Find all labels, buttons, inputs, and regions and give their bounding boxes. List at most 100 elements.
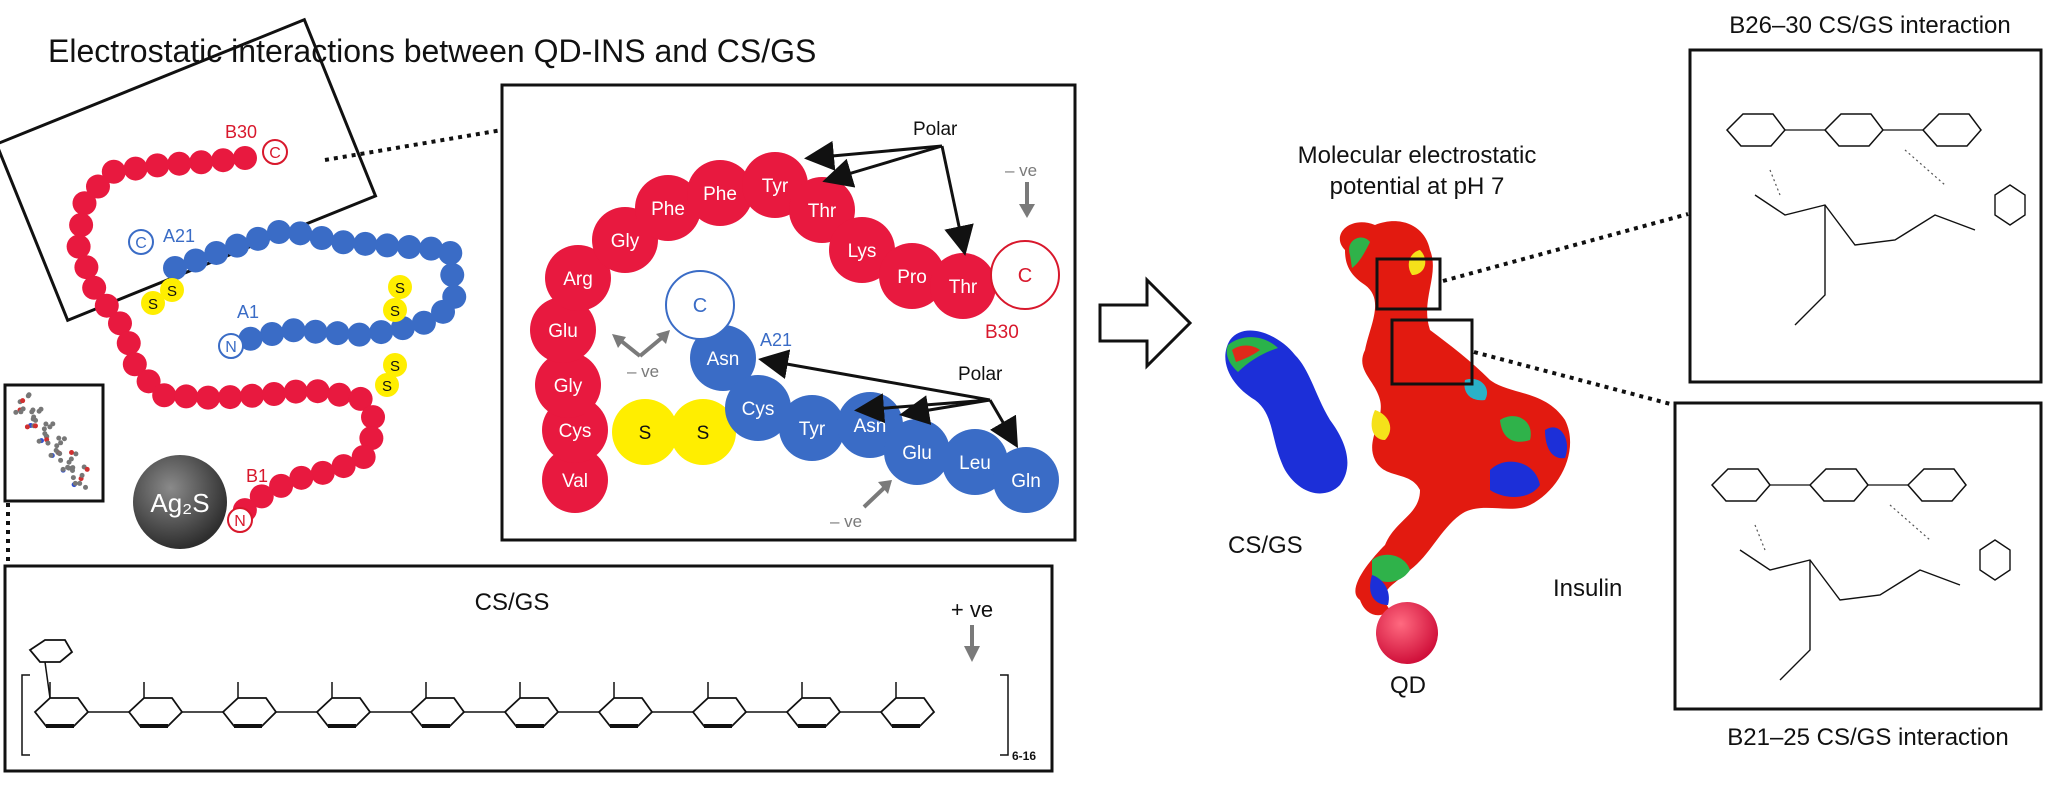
- thumbnail-atom: [24, 424, 30, 430]
- b26-30-region-box: [1375, 257, 1442, 311]
- zoom-blue-residue: [690, 325, 756, 391]
- thumbnail-atom: [69, 449, 75, 455]
- overview-red-bead: [351, 444, 376, 469]
- thumbnail-atom: [57, 451, 63, 457]
- b26-30-sugar-ring: [1921, 113, 1982, 147]
- thumbnail-atom: [68, 456, 74, 462]
- zoom-b30-c-terminus: [990, 240, 1060, 310]
- zoom-a21-label: A21: [760, 330, 792, 350]
- overview-s-label: S: [382, 378, 392, 395]
- b26-30-panel-box: [1688, 48, 2043, 384]
- overview-blue-bead: [204, 240, 229, 265]
- mep-title-line1: Molecular electrostatic: [1298, 142, 1537, 169]
- csgs-surface-blue: [1225, 330, 1348, 494]
- overview-blue-bead: [397, 235, 422, 260]
- csgs-surface: [1225, 330, 1348, 494]
- overview-red-bead: [152, 383, 177, 408]
- overview-red-bead: [85, 174, 110, 199]
- zoom-s-label: S: [697, 423, 710, 444]
- overview-s-bead: [141, 291, 165, 315]
- zoom-red-residue: [687, 160, 753, 226]
- a21-c-label: C: [135, 235, 147, 252]
- zoom-red-residue-label: Val: [562, 471, 588, 492]
- zoom-red-residue-label: Arg: [563, 269, 593, 290]
- thumbnail-atom: [31, 414, 37, 420]
- zoom-s-bead: [612, 399, 678, 465]
- overview-red-bead: [74, 255, 99, 280]
- a1-label: A1: [237, 302, 259, 322]
- overview-red-bead: [305, 379, 330, 404]
- overview-s-label: S: [390, 358, 400, 375]
- b21-25-hbond: [1754, 504, 1931, 551]
- polar-bottom-label: Polar: [958, 364, 1003, 385]
- zoom-a21-c-terminus: [665, 270, 735, 340]
- thumbnail-atom: [56, 435, 62, 441]
- overview-blue-bead: [375, 233, 400, 258]
- mep-panel: Molecular electrostatic potential at pH …: [1225, 142, 1689, 699]
- overview-red-bead: [94, 293, 119, 318]
- positive-arrow-head: [964, 646, 980, 662]
- thumbnail-atom: [70, 475, 76, 481]
- zoom-blue-residue: [884, 419, 950, 485]
- overview-red-bead: [211, 148, 236, 173]
- ag2s-label: Ag₂S: [150, 488, 209, 518]
- polar-arrow-thr30: [940, 145, 974, 256]
- overview-s-label: S: [390, 303, 400, 320]
- b21-25-title: B21–25 CS/GS interaction: [1727, 724, 2009, 751]
- mep-qd-label: QD: [1390, 672, 1426, 699]
- overview-red-bead: [249, 484, 274, 509]
- zoom-red-residue-label: Tyr: [762, 176, 789, 197]
- zoom-red-residue: [635, 175, 701, 241]
- overview-s-label: S: [395, 280, 405, 297]
- csgs-branch-bond: [44, 661, 51, 699]
- thumbnail-atom: [77, 480, 83, 486]
- zoom-s-bead: [670, 399, 736, 465]
- overview-red-bead: [145, 153, 170, 178]
- zoom-blue-residue: [993, 447, 1059, 513]
- thumbnail-atom: [32, 423, 38, 429]
- thumbnail-box: [3, 383, 105, 503]
- overview-red-bead: [101, 159, 126, 184]
- thumbnail-atom: [42, 431, 48, 437]
- overview-blue-bead: [440, 262, 465, 287]
- zoom-red-residue: [535, 352, 601, 418]
- overview-red-bead: [123, 156, 148, 181]
- b-chain-n-terminus: [227, 507, 253, 533]
- overview-red-bead: [240, 383, 265, 408]
- b21-25-region-box: [1390, 318, 1474, 386]
- zoom-connector: [324, 128, 503, 162]
- thumbnail-atom: [70, 465, 76, 471]
- thumbnail-atom: [47, 424, 53, 430]
- csgs-title: CS/GS: [475, 589, 550, 616]
- thumbnail-atom: [36, 438, 42, 444]
- overview-red-bead: [361, 405, 386, 430]
- b1-label: B1: [246, 466, 268, 486]
- a-chain-c-terminus: [128, 229, 154, 255]
- neg-bottom-arrow-shaft: [862, 486, 886, 509]
- zoom-red-residue-label: Thr: [808, 201, 837, 222]
- zoom-red-residue-label: Glu: [548, 321, 578, 342]
- thumbnail-atom: [41, 426, 47, 432]
- zoom-blue-residue-label: Gln: [1011, 471, 1041, 492]
- overview-red-bead: [233, 146, 257, 170]
- overview-blue-bead: [325, 321, 350, 346]
- zoom-blue-residue: [725, 375, 791, 441]
- thumbnail-atom: [53, 447, 59, 453]
- repeat-brackets: [21, 674, 1009, 756]
- thumbnail-atom: [84, 466, 90, 472]
- thumbnail-atom: [20, 398, 26, 404]
- thumbnail-atom: [58, 457, 64, 463]
- zoom-red-residue-label: Gly: [611, 231, 640, 252]
- thumbnail-atom: [43, 421, 49, 427]
- neg-left-arrow-heads: [612, 330, 670, 348]
- overview-blue-bead: [411, 310, 436, 335]
- overview-s-bead: [375, 373, 399, 397]
- thumbnail-atoms: [13, 392, 90, 490]
- overview-red-bead: [289, 465, 314, 490]
- thumbnail-atom: [25, 393, 31, 399]
- zoom-b30-c-label: C: [1018, 265, 1032, 287]
